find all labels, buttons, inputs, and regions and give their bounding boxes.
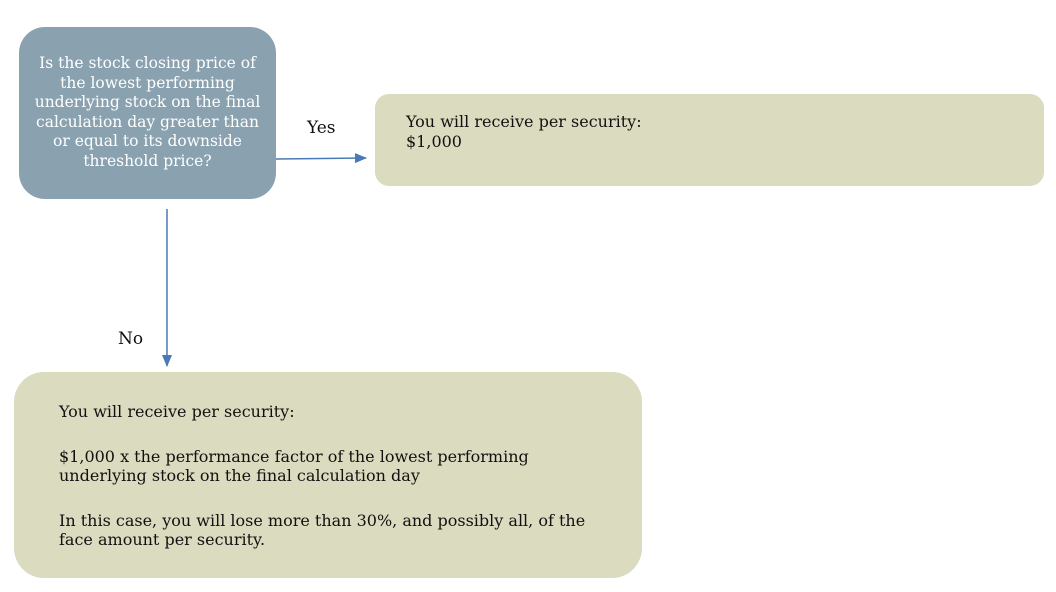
no-outcome-box: You will receive per security: $1,000 x … bbox=[14, 372, 642, 578]
no-outcome-loss-note: In this case, you will lose more than 30… bbox=[59, 510, 586, 550]
no-outcome-heading: You will receive per security: bbox=[59, 402, 295, 421]
yes-outcome-box: You will receive per security: $1,000 bbox=[375, 94, 1044, 186]
decision-box: Is the stock closing price of the lowest… bbox=[19, 27, 276, 199]
no-label: No bbox=[118, 329, 144, 349]
yes-outcome-amount: $1,000 bbox=[406, 132, 462, 151]
decision-question: Is the stock closing price of the lowest… bbox=[34, 54, 261, 170]
yes-outcome-heading: You will receive per security: bbox=[406, 112, 642, 131]
yes-label: Yes bbox=[307, 118, 336, 138]
no-outcome-formula: $1,000 x the performance factor of the l… bbox=[59, 446, 529, 486]
yes-arrow bbox=[275, 153, 367, 164]
